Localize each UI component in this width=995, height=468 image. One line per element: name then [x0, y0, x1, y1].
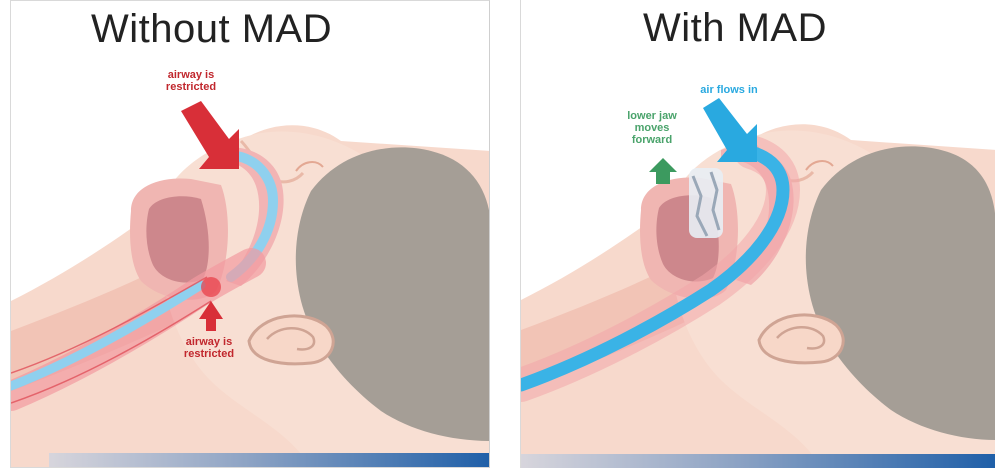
panel-without-mad: Without MAD airway is restricted airway …: [10, 0, 490, 468]
mad-device: [689, 168, 723, 238]
bottom-gradient-bar: [49, 453, 490, 467]
panel-with-mad: With MAD air flows in lower jaw moves fo…: [520, 0, 995, 468]
label-lower-jaw-moves-forward: lower jaw moves forward: [621, 110, 683, 146]
panel-title: With MAD: [643, 6, 827, 51]
panel-title: Without MAD: [91, 7, 332, 52]
label-airway-restricted-bottom: airway is restricted: [169, 336, 249, 360]
bottom-gradient-bar: [521, 454, 995, 468]
airway-illustration-open: [521, 0, 995, 468]
label-airway-restricted-top: airway is restricted: [151, 69, 231, 93]
label-air-flows-in: air flows in: [689, 84, 769, 96]
airway-illustration-restricted: [11, 1, 490, 468]
restriction-arrow-top: [181, 101, 239, 169]
airflow-arrow: [703, 98, 757, 162]
